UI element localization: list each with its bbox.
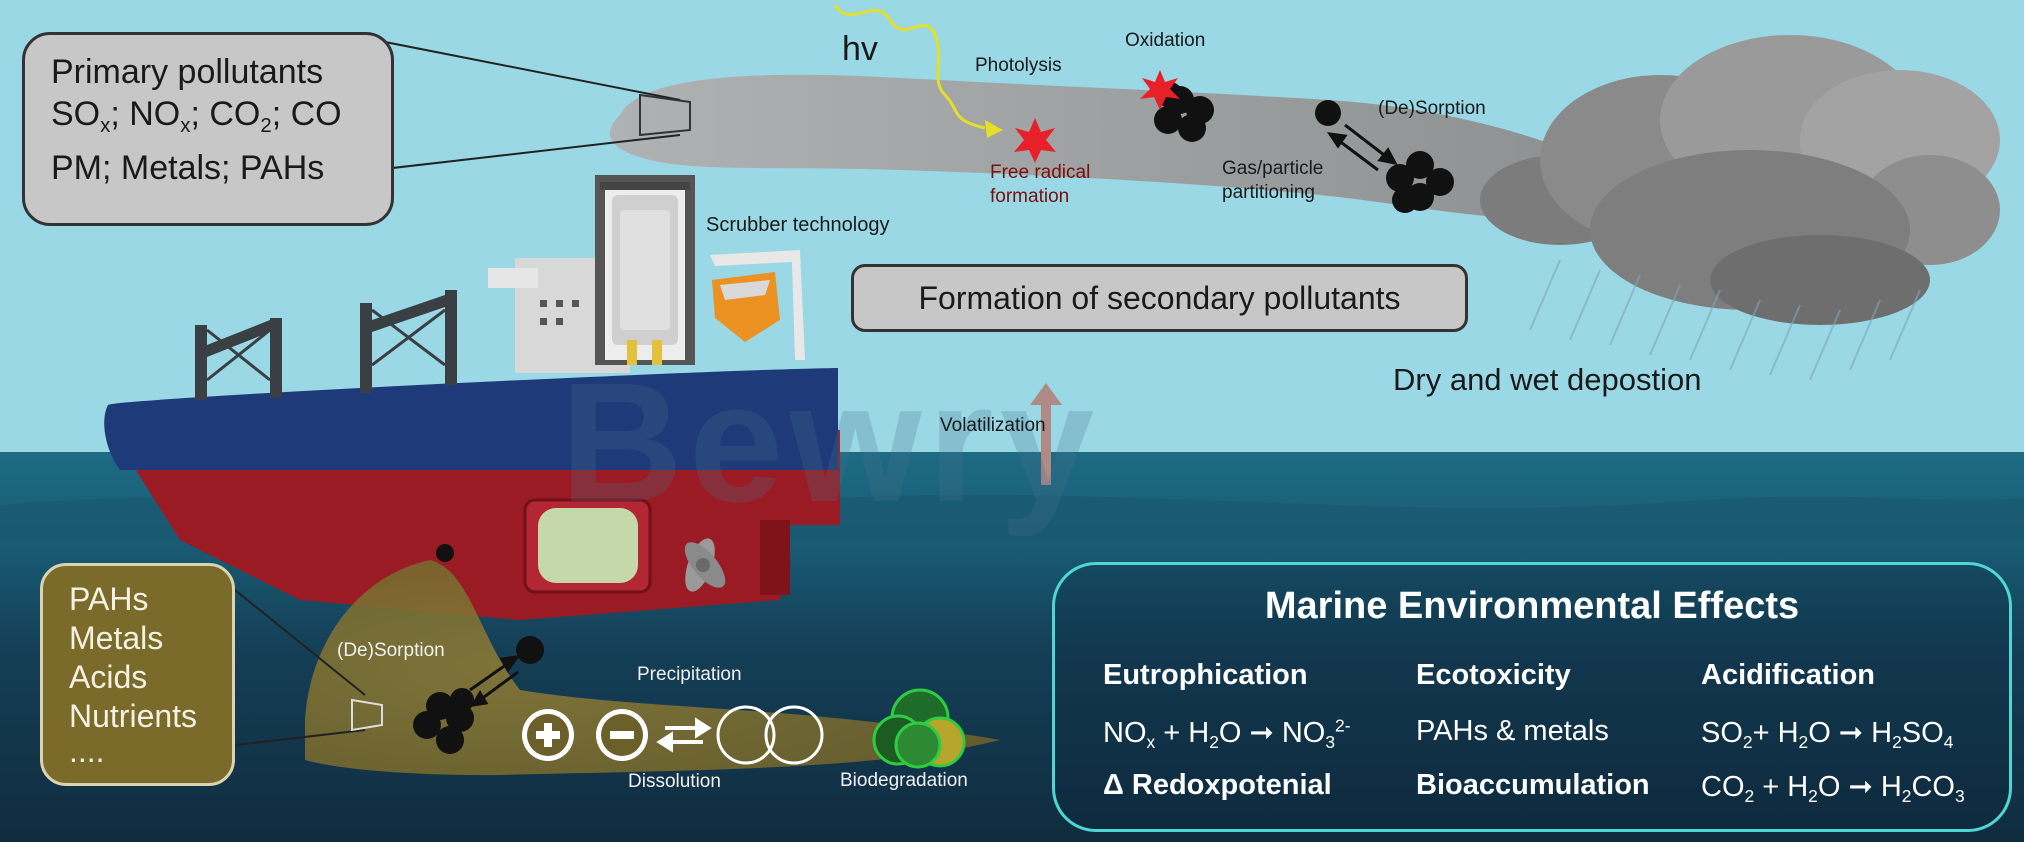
- rain-lines: [1529, 259, 1921, 381]
- water-equilibrium-arrows: [469, 655, 521, 707]
- lifeboat: [710, 250, 805, 360]
- water-item: ....: [69, 733, 105, 769]
- primary-species: SOx; NOx; CO2; CO: [51, 95, 342, 138]
- desorption-water-label: (De)Sorption: [337, 640, 445, 661]
- ship-hull-blue: [104, 368, 839, 470]
- rain-cloud: [1480, 35, 2000, 325]
- acidification-equation-2: CO2 + H2O ➞ H2CO3: [1701, 771, 1965, 807]
- precipitate-circle: [764, 705, 824, 765]
- primary-title: Primary pollutants: [51, 53, 324, 91]
- engine-tank: [538, 508, 638, 583]
- callout-lines: [234, 39, 681, 746]
- secondary-label: Formation of secondary pollutants: [918, 280, 1401, 316]
- scrubber-label: Scrubber technology: [706, 214, 890, 236]
- equilibrium-arrows: [1326, 123, 1398, 172]
- smoke-plume: [610, 74, 1620, 220]
- ecotox-text: PAHs & metals: [1416, 715, 1609, 747]
- eutrophication-equation: NOx + H2O ➞ NO32-: [1103, 715, 1351, 753]
- gas-particle-label-2: partitioning: [1222, 182, 1315, 203]
- ecotoxicity-heading: Ecotoxicity: [1416, 659, 1571, 691]
- water-plume: [305, 560, 1000, 776]
- photolysis-label: Photolysis: [975, 55, 1062, 76]
- plume-nozzle: [639, 93, 691, 137]
- precipitation-label: Precipitation: [637, 664, 742, 685]
- marine-effects-title: Marine Environmental Effects: [1264, 585, 1800, 627]
- hv-wave: [833, 4, 986, 130]
- watermark: Bewry: [560, 348, 1101, 538]
- water-particle-cluster: [413, 688, 474, 754]
- free-radical-star: [1014, 118, 1056, 163]
- water-item: Metals: [69, 620, 164, 656]
- volatilization-arrow: [1030, 383, 1062, 485]
- deposition-label: Dry and wet depostion: [1393, 362, 1702, 397]
- redox-label: Δ Redoxpotenial: [1103, 769, 1332, 801]
- marine-effects-box: Marine Environmental Effects Eutrophicat…: [1052, 562, 2012, 832]
- desorption-air-label: (De)Sorption: [1378, 98, 1486, 119]
- water-item: PAHs: [69, 581, 149, 617]
- free-radical-label-1: Free radical: [990, 162, 1091, 183]
- biodegradation-icon: [872, 688, 966, 769]
- bioaccumulation-label: Bioaccumulation: [1416, 769, 1650, 801]
- secondary-pollutants-box: Formation of secondary pollutants: [851, 264, 1468, 332]
- precipitate-circle: [716, 705, 776, 765]
- plus-ion-icon: [522, 709, 574, 761]
- water-pollutants-box: PAHs Metals Acids Nutrients ....: [40, 563, 235, 786]
- acidification-equation-1: SO2+ H2O ➞ H2SO4: [1701, 717, 1954, 753]
- particle: [436, 544, 454, 562]
- volatilization-label: Volatilization: [940, 415, 1046, 436]
- biodegradation-label: Biodegradation: [840, 770, 968, 791]
- ship-superstructure: [488, 175, 695, 373]
- partition-cluster: [1386, 151, 1454, 213]
- primary-pollutants-box: Primary pollutants SOx; NOx; CO2; CO PM;…: [22, 32, 394, 226]
- water-nozzle: [351, 698, 383, 732]
- water-item: Nutrients: [69, 698, 198, 734]
- eutrophication-heading: Eutrophication: [1103, 659, 1308, 691]
- hv-arrowhead: [985, 120, 1003, 138]
- acidification-heading: Acidification: [1701, 659, 1876, 691]
- oxidation-star: [1140, 70, 1180, 110]
- gas-particle-label-1: Gas/particle: [1222, 158, 1324, 179]
- propeller-icon: [684, 538, 726, 592]
- primary-line3: PM; Metals; PAHs: [51, 149, 325, 188]
- gas-particle: [1315, 100, 1341, 126]
- minus-ion-icon: [596, 709, 648, 761]
- dissolution-label: Dissolution: [628, 771, 721, 792]
- precip-arrows: [656, 717, 712, 753]
- hv-label: hv: [842, 30, 878, 68]
- water-item: Acids: [69, 659, 148, 695]
- oxidation-label: Oxidation: [1125, 30, 1206, 51]
- water-free-particle: [516, 636, 544, 664]
- ship-hull-red: [120, 430, 840, 620]
- free-radical-label-2: formation: [990, 186, 1070, 207]
